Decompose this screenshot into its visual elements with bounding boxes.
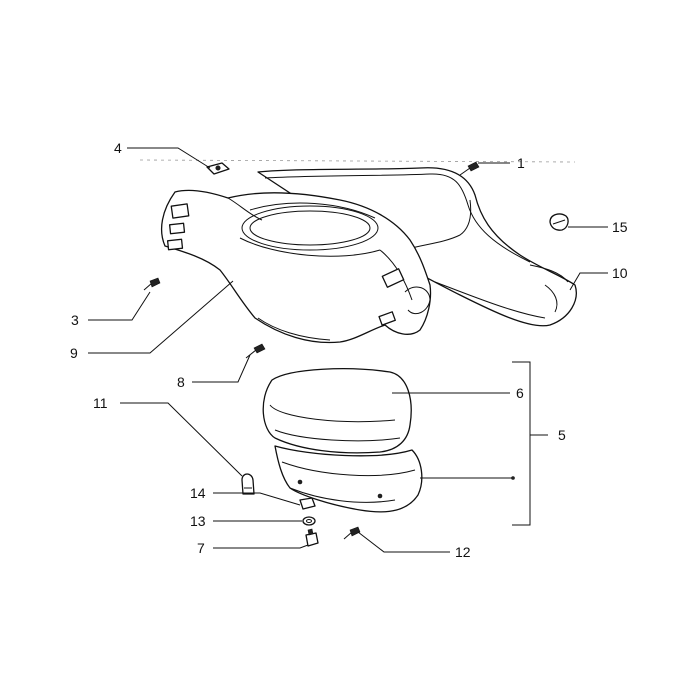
washer-part-13 — [302, 516, 316, 526]
leader-11 — [120, 402, 243, 477]
screw-part-3 — [143, 277, 161, 291]
leader-8 — [192, 354, 251, 383]
screw-part-1 — [459, 161, 480, 176]
nut-part-7 — [305, 528, 319, 547]
callout-label-8: 8 — [177, 374, 185, 390]
callout-label-13: 13 — [190, 513, 206, 529]
clip-part-14 — [299, 497, 316, 510]
callout-label-11: 11 — [93, 395, 108, 411]
callout-label-1: 1 — [517, 155, 525, 171]
callout-label-14: 14 — [190, 485, 206, 501]
screw-part-12 — [343, 526, 361, 540]
callout-label-12: 12 — [455, 544, 471, 560]
nut-part-4 — [206, 162, 230, 175]
callout-label-7: 7 — [197, 540, 205, 556]
callout-label-6: 6 — [516, 385, 524, 401]
speedometer-assembly — [262, 368, 423, 513]
leader-12 — [357, 531, 450, 553]
leader-4 — [127, 147, 211, 169]
bracket-group-5 — [512, 361, 548, 526]
bulb-part-11 — [241, 473, 255, 495]
leader-3 — [88, 291, 151, 321]
leader-7 — [213, 544, 309, 549]
front-handlebar-cover — [161, 189, 432, 344]
callout-label-5: 5 — [558, 427, 566, 443]
leader-10 — [569, 272, 608, 291]
callout-label-4: 4 — [114, 140, 122, 156]
leader-5-dot — [511, 476, 515, 480]
alignment-line — [139, 159, 576, 163]
leader-9 — [88, 280, 234, 354]
callout-label-9: 9 — [70, 345, 78, 361]
callout-label-15: 15 — [612, 219, 628, 235]
screw-part-8 — [245, 343, 266, 359]
cap-part-15 — [549, 213, 569, 231]
leader-14 — [213, 492, 301, 506]
callout-label-10: 10 — [612, 265, 628, 281]
callout-label-3: 3 — [71, 312, 79, 328]
